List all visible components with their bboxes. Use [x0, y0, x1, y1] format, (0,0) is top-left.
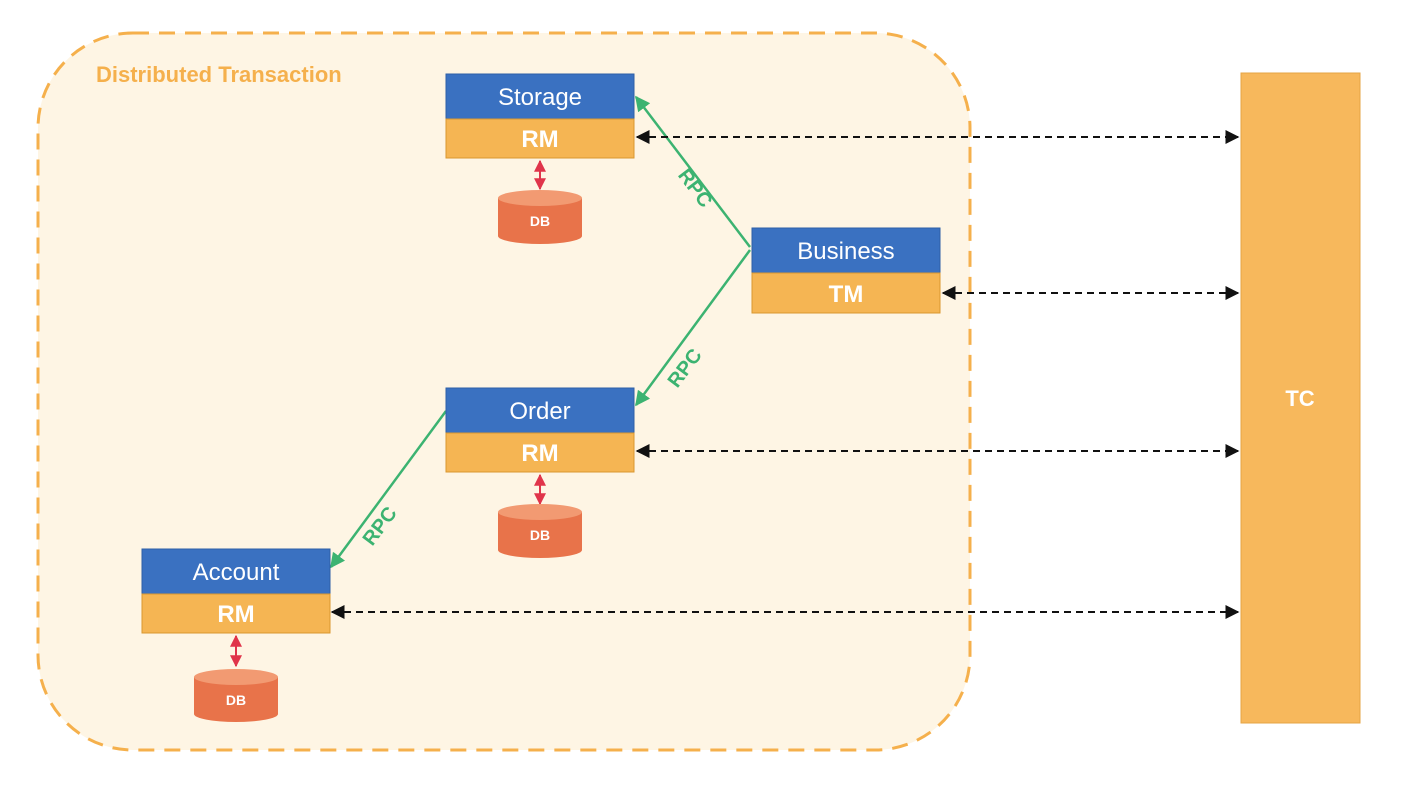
- tc-box: [1240, 72, 1361, 724]
- order-db: DB: [498, 504, 582, 558]
- transaction-coordinator: TC: [1240, 72, 1361, 724]
- service-business: Business TM: [751, 227, 941, 314]
- account-header: [141, 548, 331, 595]
- business-role-band: [751, 272, 941, 314]
- account-db: DB: [194, 669, 278, 722]
- account-role: RM: [217, 601, 254, 628]
- account-role-band: [141, 593, 331, 634]
- rpc-line-business-order: [634, 249, 752, 407]
- account-db-label: DB: [226, 692, 246, 708]
- database-cylinder-icon: [498, 190, 582, 244]
- service-account: Account RM: [141, 548, 331, 634]
- storage-db: DB: [498, 190, 582, 244]
- region-title: Distributed Transaction: [96, 62, 342, 87]
- tc-links: [330, 130, 1240, 619]
- storage-db-label: DB: [530, 213, 550, 229]
- storage-role: RM: [521, 126, 558, 153]
- business-header: [751, 227, 941, 274]
- order-db-label: DB: [530, 527, 550, 543]
- storage-name: Storage: [498, 84, 582, 111]
- business-role: TM: [829, 281, 864, 308]
- order-name: Order: [509, 398, 570, 425]
- order-role: RM: [521, 440, 558, 467]
- storage-role-band: [445, 118, 635, 159]
- service-order: Order RM: [445, 387, 635, 473]
- service-storage: Storage RM: [445, 73, 635, 159]
- rpc-line-order-account: [329, 410, 448, 569]
- order-role-band: [445, 432, 635, 473]
- database-cylinder-icon: [498, 504, 582, 558]
- tc-label: TC: [1285, 386, 1314, 411]
- database-cylinder-icon: [194, 669, 278, 722]
- business-name: Business: [797, 238, 894, 265]
- rpc-line-business-storage: [635, 95, 751, 248]
- account-name: Account: [193, 559, 280, 586]
